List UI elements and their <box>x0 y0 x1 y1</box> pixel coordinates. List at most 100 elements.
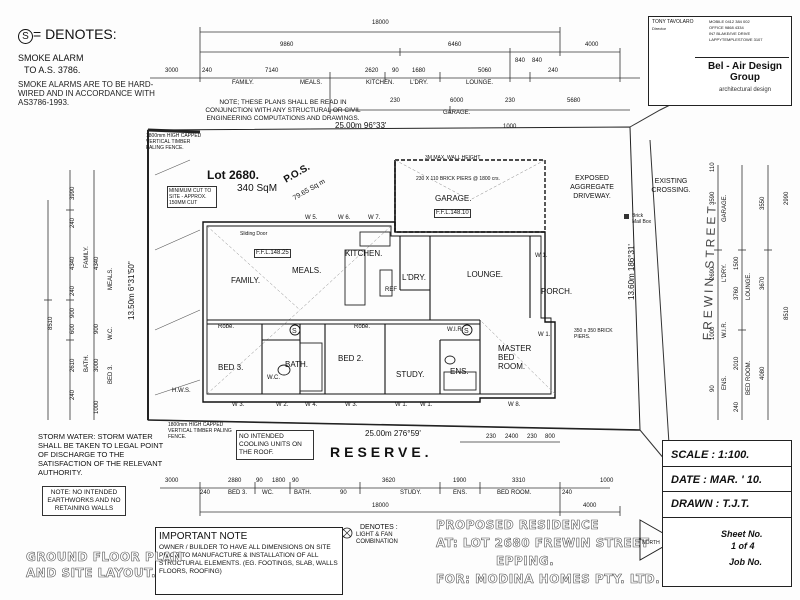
dim-left-1: 240 <box>70 217 76 228</box>
room-garage: GARAGE. <box>435 194 472 203</box>
dim-bottom-7: 3310 <box>512 478 526 484</box>
dim-top-label-family: FAMILY. <box>232 80 254 86</box>
designer-contact: MOBILE 0412 384 002 OFFICE 9868 4334 IN7… <box>709 19 763 43</box>
dim-bottom-14: 230 <box>486 434 497 440</box>
dim-bottom-13: 18000 <box>372 503 389 509</box>
north-arrow-icon <box>639 519 677 561</box>
dim-top-overall: 18000 <box>372 20 389 26</box>
dim-top-4: 3000 <box>165 68 179 74</box>
window-w4: W 4. <box>305 402 318 408</box>
smoke-alarm-legend: S= DENOTES: SMOKE ALARM TO A.S. 3786. SM… <box>18 26 178 107</box>
important-note-heading: IMPORTANT NOTE <box>159 531 248 542</box>
room-ens: ENS. <box>450 367 469 376</box>
room-bed3: BED 3. <box>218 363 244 372</box>
dim-left-3: 4340 <box>94 256 100 270</box>
plan-note: NOTE; THESE PLANS SHALL BE READ IN CONJU… <box>205 99 361 122</box>
dim-bottom-label-wc: WC. <box>262 490 274 496</box>
window-w5: W 5. <box>305 215 318 221</box>
dim-bottom-0: 3000 <box>165 478 179 484</box>
ffl-house: F.F.L.148.25 <box>254 249 291 258</box>
dim-bottom-5: 3620 <box>382 478 396 484</box>
date-text: DATE : MAR. ' 10. <box>671 474 763 486</box>
dim-bottom-12: 4000 <box>583 503 597 509</box>
project-title: PROPOSED RESIDENCE AT: LOT 2680 FREWIN S… <box>436 516 660 588</box>
dim-left-12: 1000 <box>94 400 100 414</box>
room-study: STUDY. <box>396 370 425 379</box>
smoke-legend-heading: = DENOTES: <box>33 26 117 42</box>
dim-bottom-label-bed3: BED 3. <box>228 490 248 496</box>
dim-bottom-2: 90 <box>256 478 263 484</box>
dim-top-12: 840 <box>532 58 543 64</box>
dim-right-11: 4080 <box>760 366 766 380</box>
project-line3: EPPING. <box>496 554 555 569</box>
dim-right-9: 1000 <box>710 326 716 340</box>
window-w1-c: W 1. <box>395 402 408 408</box>
dim-bottom-15: 2400 <box>505 434 519 440</box>
fridge-label: REF <box>385 287 397 293</box>
job-label: Job No. <box>729 557 762 567</box>
dim-bottom-3: 1800 <box>272 478 286 484</box>
dim-top-17: 5680 <box>567 98 581 104</box>
dim-right-label-bedroom: BED ROOM. <box>746 360 752 395</box>
dim-right-label-ldry: L'DRY. <box>722 264 728 282</box>
light-fan-heading: DENOTES : <box>360 524 398 531</box>
important-note-box: IMPORTANT NOTE OWNER / BUILDER TO HAVE A… <box>155 527 343 595</box>
dim-right-label-lounge: LOUNGE. <box>746 272 752 300</box>
bearing-bottom: 25.00m 276°59' <box>365 429 421 438</box>
dim-top-16: 230 <box>505 98 516 104</box>
project-line1: PROPOSED RESIDENCE <box>436 518 599 533</box>
room-lounge: LOUNGE. <box>467 270 504 279</box>
room-meals: MEALS. <box>292 266 322 275</box>
dim-right-7: 3670 <box>760 276 766 290</box>
drawing-title-line2: AND SITE LAYOUT. <box>26 566 157 581</box>
sheet-of: 1 of 4 <box>731 541 755 551</box>
hws-label: H.W.S. <box>172 388 191 394</box>
dim-bottom-label-bath: BATH. <box>294 490 312 496</box>
dim-bottom-17: 800 <box>545 434 556 440</box>
dim-top-label-meals: MEALS. <box>300 80 323 86</box>
sheet-label: Sheet No. <box>721 529 763 539</box>
dim-right-3: 2990 <box>784 191 790 205</box>
room-ldry: L'DRY. <box>402 273 426 282</box>
dim-top-1: 9860 <box>280 42 294 48</box>
smoke-alarm-symbol: S <box>18 29 33 44</box>
smoke-legend-line2: TO A.S. 3786. <box>24 65 81 75</box>
dim-right-4: 2690 <box>710 266 716 280</box>
ffl-garage: F.F.L.148.10 <box>434 209 471 218</box>
smoke-alarm-mark-1: S <box>292 328 297 335</box>
room-porch: PORCH. <box>541 287 573 296</box>
contact-address-1: IN7 BLAKE/IVE DRIVE <box>709 31 751 36</box>
room-robe-1: Robe. <box>218 324 235 330</box>
dim-right-label-wir: W.I.R. <box>722 321 728 338</box>
window-w2: W 2. <box>276 402 289 408</box>
dim-bottom-1: 2880 <box>228 478 242 484</box>
dim-left-6: 900 <box>70 307 76 318</box>
porch-piers-note: 350 x 350 BRICK PIERS. <box>574 328 613 340</box>
reserve-label: RESERVE. <box>330 444 433 460</box>
room-bed2: BED 2. <box>338 354 364 363</box>
dim-left-5: 8510 <box>48 316 54 330</box>
company-sub: architectural design <box>718 87 772 93</box>
window-w3-b: W 3. <box>345 402 358 408</box>
brick-piers-note: 230 X 110 BRICK PIERS @ 1800 crs. <box>416 176 500 182</box>
room-family: FAMILY. <box>231 276 261 285</box>
dim-right-label-ens: ENS. <box>722 375 728 390</box>
dim-top-10: 5060 <box>478 68 492 74</box>
dim-top-label-garage: GARAGE. <box>443 110 471 116</box>
wall-height-note: 3M MAX. WALL HEIGHT <box>425 155 481 161</box>
cooling-note: NO INTENDED COOLING UNITS ON THE ROOF. <box>236 430 314 460</box>
dim-right-2: 3550 <box>760 196 766 210</box>
room-robe-2: Robe. <box>354 324 371 330</box>
dim-bottom-4: 90 <box>292 478 299 484</box>
sheet-info-block: SCALE : 1:100. DATE : MAR. ' 10. DRAWN :… <box>662 440 792 587</box>
existing-crossing: EXISTING CROSSING. <box>651 178 691 194</box>
dim-left-label-family: FAMILY. <box>84 246 90 268</box>
contact-mobile: MOBILE 0412 384 002 <box>709 19 750 24</box>
window-w1-d: W 1. <box>420 402 433 408</box>
bearing-top: 25.00m 96°33' <box>335 121 387 130</box>
dim-left-0: 3990 <box>70 186 76 200</box>
dim-right-label-garage: GARAGE. <box>722 194 728 222</box>
room-kitchen: KITCHEN. <box>345 249 383 258</box>
dim-top-5: 240 <box>202 68 213 74</box>
